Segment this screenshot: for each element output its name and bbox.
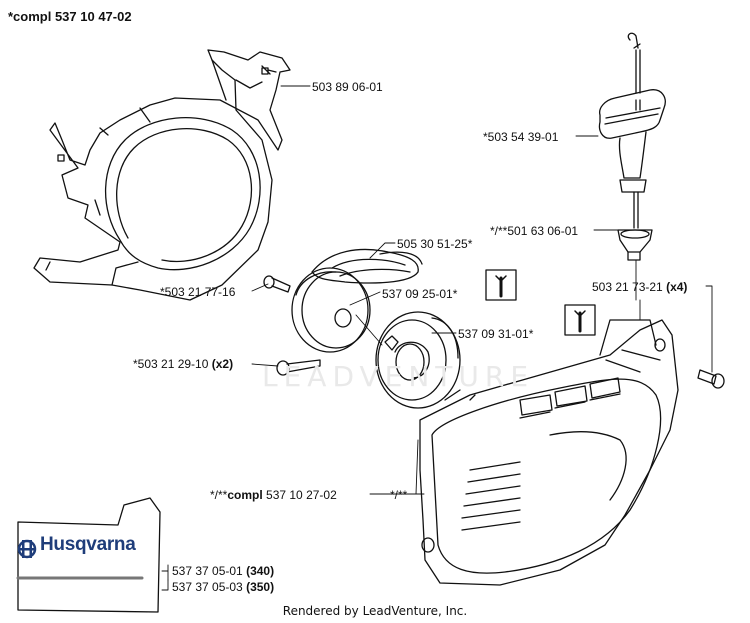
- label-starter-assembly: */**compl 537 10 27-02: [210, 488, 337, 502]
- decal-drawing: [16, 497, 161, 613]
- assembly-title: *compl 537 10 47-02: [8, 9, 132, 24]
- label-clutch-cover: 503 89 06-01: [312, 80, 383, 94]
- label-screw-bottom: *503 21 29-10 (x2): [133, 357, 233, 371]
- label-screw-right-number: 503 21 73-21: [592, 280, 663, 294]
- label-starter-word: compl: [227, 488, 263, 502]
- starter-housing-drawing: [419, 319, 679, 586]
- wrench-icon: [485, 269, 517, 301]
- screw-bottom-drawing: [276, 359, 321, 376]
- label-handle: *503 54 39-01: [483, 130, 559, 144]
- label-decal-340: 537 37 05-01 (340): [172, 564, 274, 578]
- label-screw-right-qty: (x4): [666, 280, 688, 294]
- label-screw-bottom-number: *503 21 29-10: [133, 357, 209, 371]
- label-screw-right: 503 21 73-21 (x4): [592, 280, 687, 294]
- label-spring: 505 30 51-25*: [397, 237, 473, 251]
- label-decal-340-number: 537 37 05-01: [172, 564, 243, 578]
- pulley-drawing: [291, 267, 371, 353]
- label-decal-340-model: (340): [246, 564, 275, 578]
- label-starter-number: 537 10 27-02: [266, 488, 337, 502]
- brand-logo-text: Husqvarna: [40, 534, 136, 555]
- screw-top-drawing: [263, 275, 291, 293]
- label-starter-prefix: */**: [210, 488, 228, 502]
- watermark: LEADVENTURE: [262, 360, 535, 393]
- screw-right-drawing: [697, 369, 725, 389]
- label-spring-cassette: 537 09 31-01*: [458, 327, 534, 341]
- label-pulley: 537 09 25-01*: [382, 287, 458, 301]
- wrench-icon: [564, 304, 596, 336]
- handle-drawing: [598, 32, 666, 229]
- grommet-drawing: [617, 229, 653, 261]
- husqvarna-logo-icon: [17, 539, 37, 559]
- label-starter-note: */**: [390, 488, 408, 502]
- footer-credit: Rendered by LeadVenture, Inc.: [282, 604, 468, 618]
- label-grommet: */**501 63 06-01: [490, 224, 579, 238]
- label-decal-350-model: (350): [246, 580, 275, 594]
- spring-drawing: [311, 248, 423, 284]
- label-screw-top: *503 21 77-16: [160, 285, 236, 299]
- label-decal-350: 537 37 05-03 (350): [172, 580, 274, 594]
- spring-cassette-drawing: [375, 311, 461, 409]
- label-screw-bottom-qty: (x2): [211, 357, 234, 371]
- label-decal-350-number: 537 37 05-03: [172, 580, 243, 594]
- clutch-cover-drawing: [33, 49, 291, 301]
